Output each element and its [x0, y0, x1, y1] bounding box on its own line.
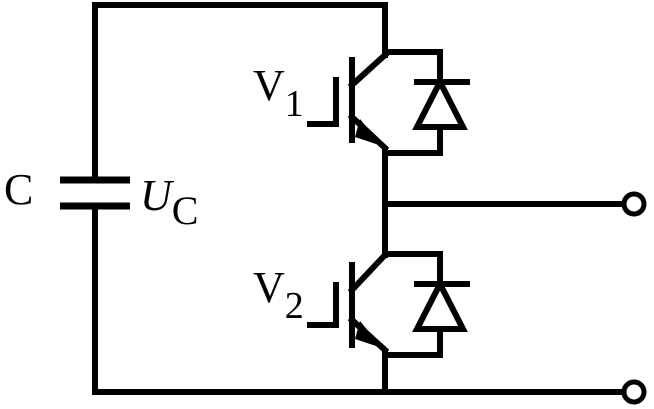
left-bottom-wire: [92, 205, 388, 395]
diode-d1: [382, 49, 470, 156]
capacitor-voltage-subscript: C: [172, 188, 199, 233]
v1-subscript: 1: [285, 83, 304, 125]
diode-d2: [382, 251, 470, 358]
v2-emitter-arrow: [355, 321, 382, 348]
v1-emitter-arrow: [355, 119, 382, 146]
bottom-terminal: [621, 379, 647, 405]
v1-symbol: V: [253, 61, 285, 110]
v2-symbol: V: [253, 263, 285, 312]
capacitor-label: C: [4, 165, 33, 214]
capacitor-voltage-symbol: U: [140, 171, 175, 220]
transistor-v1-label: V1: [253, 61, 304, 125]
transistor-v1: [307, 50, 390, 153]
v1-collector: [347, 50, 390, 90]
d1-anode-triangle: [412, 75, 468, 130]
transistor-v2: [307, 250, 390, 355]
d2-anode-triangle: [412, 277, 468, 332]
capacitor: [60, 176, 130, 210]
v2-collector: [347, 250, 390, 295]
midpoint-terminal: [621, 191, 647, 217]
main-loop-wires: [92, 2, 388, 395]
output-terminals: [382, 191, 647, 405]
v1-gate-lead: [307, 77, 339, 127]
v2-subscript: 2: [285, 285, 304, 327]
capacitor-voltage-label: UC: [140, 171, 198, 233]
v2-gate-lead: [307, 282, 339, 328]
transistor-v2-label: V2: [253, 263, 304, 327]
left-top-wire: [92, 2, 388, 181]
